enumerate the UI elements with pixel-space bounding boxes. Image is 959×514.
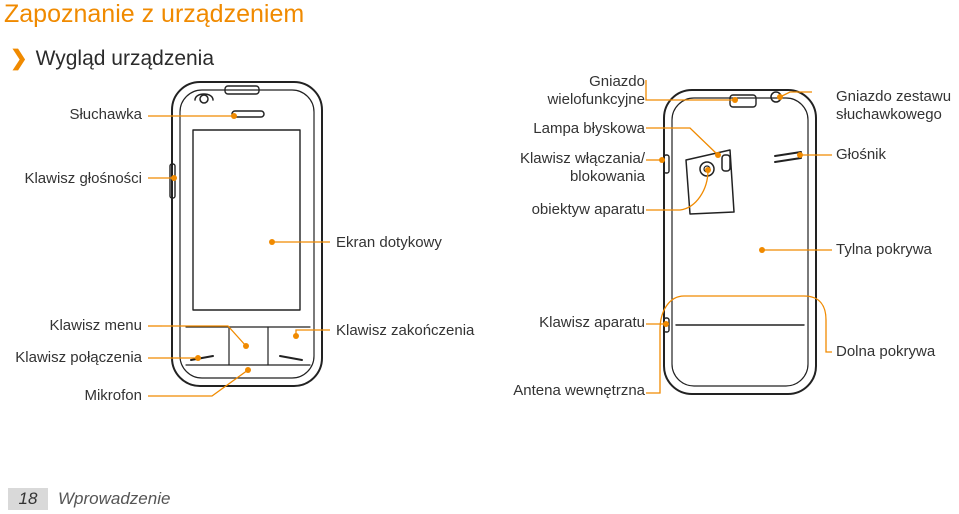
camera-housing <box>685 149 735 215</box>
chevron-right-icon: ❯ <box>10 47 28 70</box>
end-key-mark <box>279 355 303 361</box>
speaker-slot-2 <box>774 157 802 163</box>
label-speaker: Głośnik <box>836 146 887 163</box>
label-end-key: Klawisz zakończenia <box>336 322 475 339</box>
label-earpiece: Słuchawka <box>69 106 142 123</box>
back-phone-body <box>663 89 817 395</box>
label-menu-key: Klawisz menu <box>49 317 142 334</box>
label-power-key-2: blokowania <box>569 168 645 185</box>
label-touch-screen: Ekran dotykowy <box>336 234 442 251</box>
top-bump <box>224 85 260 95</box>
camera-lens-icon <box>699 161 715 177</box>
label-headset-jack-1: Gniazdo zestawu <box>836 88 952 105</box>
label-headset-jack-2: słuchawkowego <box>836 106 942 123</box>
call-key-mark <box>190 355 214 361</box>
back-phone-inner <box>671 97 809 387</box>
section-heading-text: Wygląd urządzenia <box>35 47 215 70</box>
label-microphone: Mikrofon <box>84 387 142 404</box>
label-power-key-1: Klawisz włączania/ <box>519 150 645 167</box>
top-jack-outline <box>194 93 214 101</box>
front-jack-icon <box>199 94 209 104</box>
touch-screen <box>192 129 301 311</box>
back-jack-bump <box>729 94 757 108</box>
page-number: 18 <box>8 488 48 510</box>
page-title: Zapoznanie z urządzeniem <box>4 0 305 28</box>
label-camera-lens: obiektyw aparatu <box>531 201 645 218</box>
label-flash: Lampa błyskowa <box>533 120 645 137</box>
volume-key <box>169 163 176 199</box>
label-call-key: Klawisz połączenia <box>15 349 142 366</box>
front-phone-inner <box>179 89 315 379</box>
label-volume-key: Klawisz głośności <box>24 170 142 187</box>
label-multifunction-jack-2: wielofunkcyjne <box>547 91 645 108</box>
section-name: Wprowadzenie <box>58 489 171 508</box>
label-back-cover: Tylna pokrywa <box>836 241 932 258</box>
label-bottom-cover: Dolna pokrywa <box>836 343 936 360</box>
label-multifunction-jack-1: Gniazdo <box>589 73 645 90</box>
section-heading: ❯ Wygląd urządzenia <box>10 46 214 71</box>
power-key <box>663 154 670 174</box>
label-camera-key: Klawisz aparatu <box>539 314 645 331</box>
speaker-slot-1 <box>774 151 802 157</box>
flash-icon <box>721 154 731 172</box>
front-phone-body <box>171 81 323 387</box>
label-internal-antenna: Antena wewnętrzna <box>513 382 645 399</box>
